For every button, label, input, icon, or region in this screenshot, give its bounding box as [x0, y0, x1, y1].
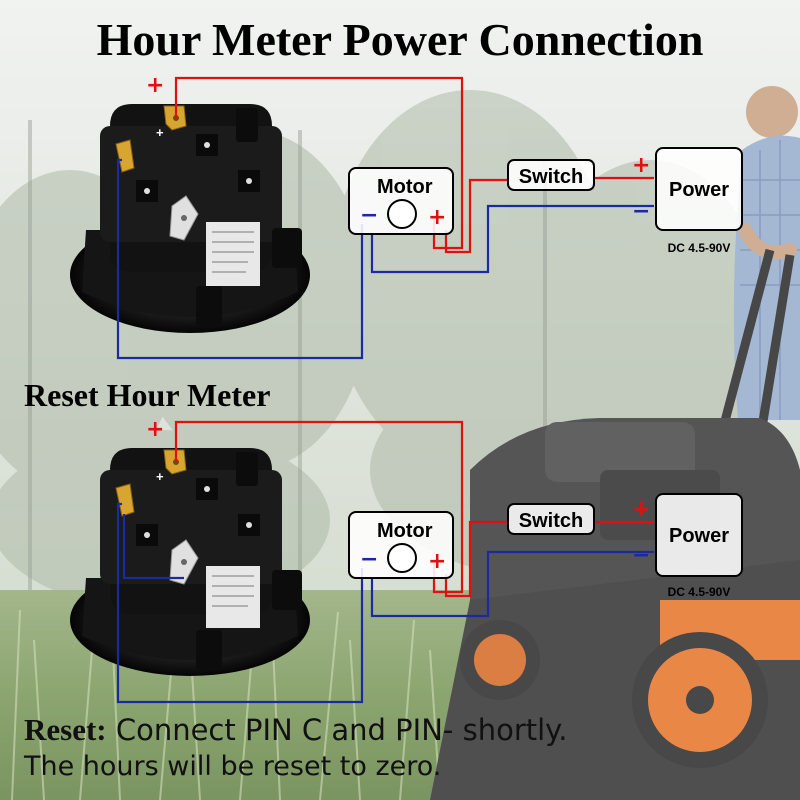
power-minus-sign: − — [632, 199, 650, 224]
terminal-negative-bottom — [115, 483, 135, 517]
switch-label: Switch — [519, 166, 583, 188]
power-box-top: Power DC 4.5-90V + − — [632, 147, 743, 255]
reset-connection-diagram: + Motor − + Switch — [70, 417, 743, 704]
power-plus-sign: + — [632, 153, 650, 178]
motor-symbol — [387, 199, 417, 229]
power-minus-sign-bottom: − — [632, 543, 650, 568]
power-connection-diagram: + × Motor − + Sw — [70, 73, 743, 360]
wire-motor-switch — [444, 178, 508, 254]
reset-instructions: Reset: Connect PIN C and PIN- shortly. T… — [24, 712, 784, 785]
power-spec: DC 4.5-90V — [668, 241, 731, 255]
motor-box-bottom: Motor − + — [348, 511, 454, 579]
reset-line-1: Reset: Connect PIN C and PIN- shortly. — [24, 712, 784, 749]
wires-bottom — [116, 420, 654, 704]
hour-meter-bottom: + — [70, 448, 310, 676]
motor-label-bottom: Motor — [377, 520, 433, 542]
meter-plus-mark: + — [156, 125, 164, 140]
power-plus-sign-bottom: + — [632, 497, 650, 522]
wire-meter-positive — [174, 76, 464, 250]
motor-minus-sign-bottom: − — [360, 547, 378, 572]
reset-instruction-text: Connect PIN C and PIN- shortly. — [106, 713, 568, 747]
wire-meter-negative — [116, 158, 364, 360]
power-box-bottom: Power DC 4.5-90V + − — [632, 493, 743, 599]
reset-line-2: The hours will be reset to zero. — [24, 751, 442, 782]
switch-box-top: Switch — [507, 159, 595, 191]
meter-plus-sign-bottom: + — [146, 417, 164, 442]
switch-label-bottom: Switch — [519, 510, 583, 532]
power-label: Power — [669, 179, 729, 201]
terminal-negative — [115, 139, 135, 173]
motor-box-top: Motor − + — [348, 167, 454, 235]
power-label-bottom: Power — [669, 525, 729, 547]
motor-plus-sign-bottom: + — [428, 549, 446, 574]
section-title-reset: Reset Hour Meter — [24, 377, 270, 413]
motor-label: Motor — [377, 176, 433, 198]
power-spec-bottom: DC 4.5-90V — [668, 585, 731, 599]
wire-motor-power-negative — [370, 204, 654, 274]
wire-motor-power-negative-bottom — [370, 550, 654, 618]
wire-meter-positive-bottom — [174, 420, 464, 594]
motor-minus-sign: − — [360, 203, 378, 228]
wire-reset-jumper — [122, 514, 184, 580]
motor-symbol-bottom — [387, 543, 417, 573]
switch-box-bottom: Switch — [507, 503, 595, 535]
meter-plus-mark-bottom: + — [156, 469, 164, 484]
reset-label: Reset: — [24, 712, 107, 747]
wire-motor-switch-bottom — [444, 520, 508, 598]
page-title: Hour Meter Power Connection — [97, 14, 704, 65]
wire-meter-negative-bottom — [116, 502, 364, 704]
meter-plus-sign: + — [146, 73, 164, 98]
motor-plus-sign: + — [428, 205, 446, 230]
hour-meter-top: + × — [70, 104, 310, 333]
wires-top — [116, 76, 654, 360]
